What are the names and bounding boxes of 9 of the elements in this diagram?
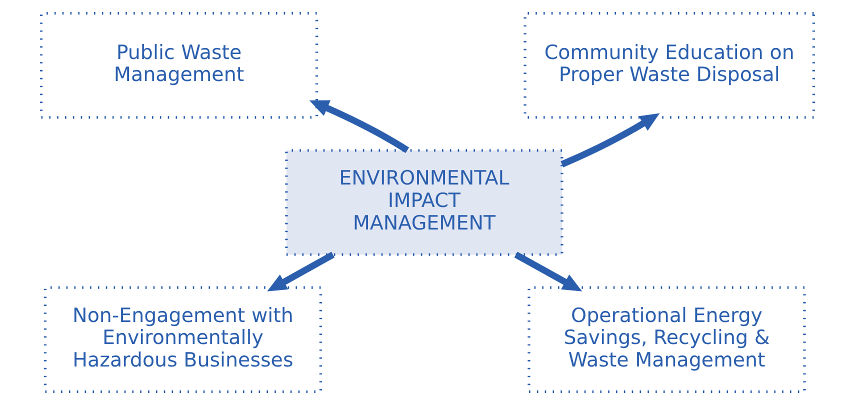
node-box: Operational Energy Savings, Recycling & Waste Management — [528, 286, 806, 393]
node-box: Public Waste Management — [40, 12, 318, 119]
node-box: Non-Engagement with Environmentally Hazardous Businesses — [44, 286, 322, 393]
node-box: ENVIRONMENTAL IMPACT MANAGEMENT — [285, 149, 564, 256]
arrow — [560, 113, 660, 168]
arrow — [309, 100, 410, 154]
node-box: Community Education on Proper Waste Disposal — [524, 12, 816, 119]
arrow — [514, 252, 582, 292]
arrow — [267, 252, 335, 292]
